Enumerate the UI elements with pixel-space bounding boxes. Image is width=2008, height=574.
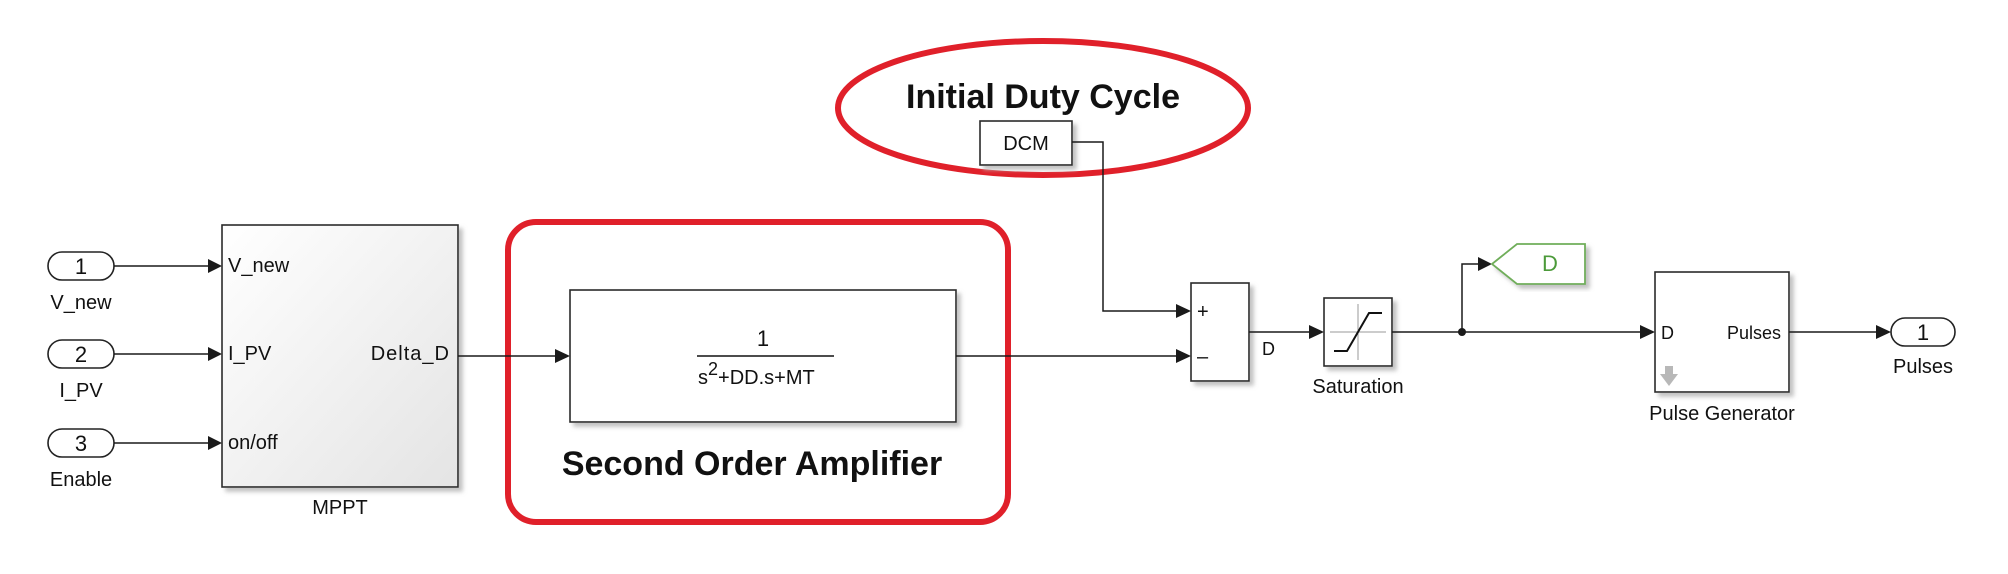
wire-constant-to-sum — [1072, 141, 1191, 318]
pulse-generator-output-label: Pulses — [1727, 323, 1781, 343]
initial-duty-cycle-label: Initial Duty Cycle — [906, 78, 1180, 116]
wire-inports-to-mppt — [114, 259, 222, 450]
wire-mppt-to-transfer-fcn — [458, 349, 570, 363]
sum-plus-sign: + — [1197, 301, 1209, 323]
outport-label: Pulses — [1893, 356, 1953, 378]
mppt-input-label: V_new — [228, 255, 290, 277]
mppt-input-label: on/off — [228, 432, 278, 454]
wire-saturation-to-pulse-generator — [1392, 257, 1655, 339]
outport-pulses[interactable]: 1 Pulses — [1890, 317, 1956, 378]
inport-label: I_PV — [59, 380, 103, 402]
pulse-generator-block[interactable]: D Pulses Pulse Generator — [1649, 271, 1795, 425]
mppt-output-label: Delta_D — [371, 343, 450, 365]
inport-i-pv[interactable]: 2 I_PV — [47, 339, 115, 402]
mppt-block-name: MPPT — [312, 497, 368, 519]
pulse-generator-block-name: Pulse Generator — [1649, 403, 1795, 425]
outport-number: 1 — [1917, 320, 1929, 345]
saturation-block-name: Saturation — [1312, 376, 1403, 398]
wire-pulse-generator-to-outport — [1789, 325, 1891, 339]
goto-tag-label: D — [1542, 251, 1558, 276]
second-order-amplifier-highlight — [505, 219, 1011, 525]
inport-label: V_new — [50, 292, 112, 314]
saturation-icon — [1334, 312, 1382, 352]
inport-enable[interactable]: 3 Enable — [47, 428, 115, 491]
transfer-fcn-denominator: s2+DD.s+MT — [698, 359, 815, 389]
inport-label: Enable — [50, 469, 112, 491]
inport-number: 3 — [75, 431, 87, 456]
transfer-fcn-numerator: 1 — [757, 326, 769, 351]
goto-tag-d-block[interactable]: D — [1490, 243, 1586, 285]
initial-duty-cycle-highlight — [835, 38, 1251, 178]
transfer-fcn-block[interactable]: 1 s2+DD.s+MT — [569, 289, 957, 423]
constant-value: DCM — [1003, 133, 1049, 155]
inport-v-new[interactable]: 1 V_new — [47, 251, 115, 314]
second-order-amplifier-label: Second Order Amplifier — [562, 445, 942, 483]
down-arrow-icon — [1660, 366, 1678, 386]
saturation-block[interactable]: Saturation — [1312, 297, 1404, 398]
sum-block[interactable]: + – — [1190, 282, 1250, 382]
sum-minus-sign: – — [1197, 346, 1209, 368]
sum-output-signal-label: D — [1262, 339, 1275, 359]
inport-number: 2 — [75, 342, 87, 367]
wire-sum-to-saturation — [1249, 325, 1324, 339]
pulse-generator-input-label: D — [1661, 323, 1674, 343]
mppt-subsystem-block[interactable]: V_new I_PV on/off Delta_D MPPT — [221, 224, 459, 519]
inport-number: 1 — [75, 254, 87, 279]
constant-dcm-block[interactable]: DCM — [979, 120, 1073, 166]
wire-transfer-fcn-to-sum — [956, 349, 1191, 363]
mppt-input-label: I_PV — [228, 343, 272, 365]
